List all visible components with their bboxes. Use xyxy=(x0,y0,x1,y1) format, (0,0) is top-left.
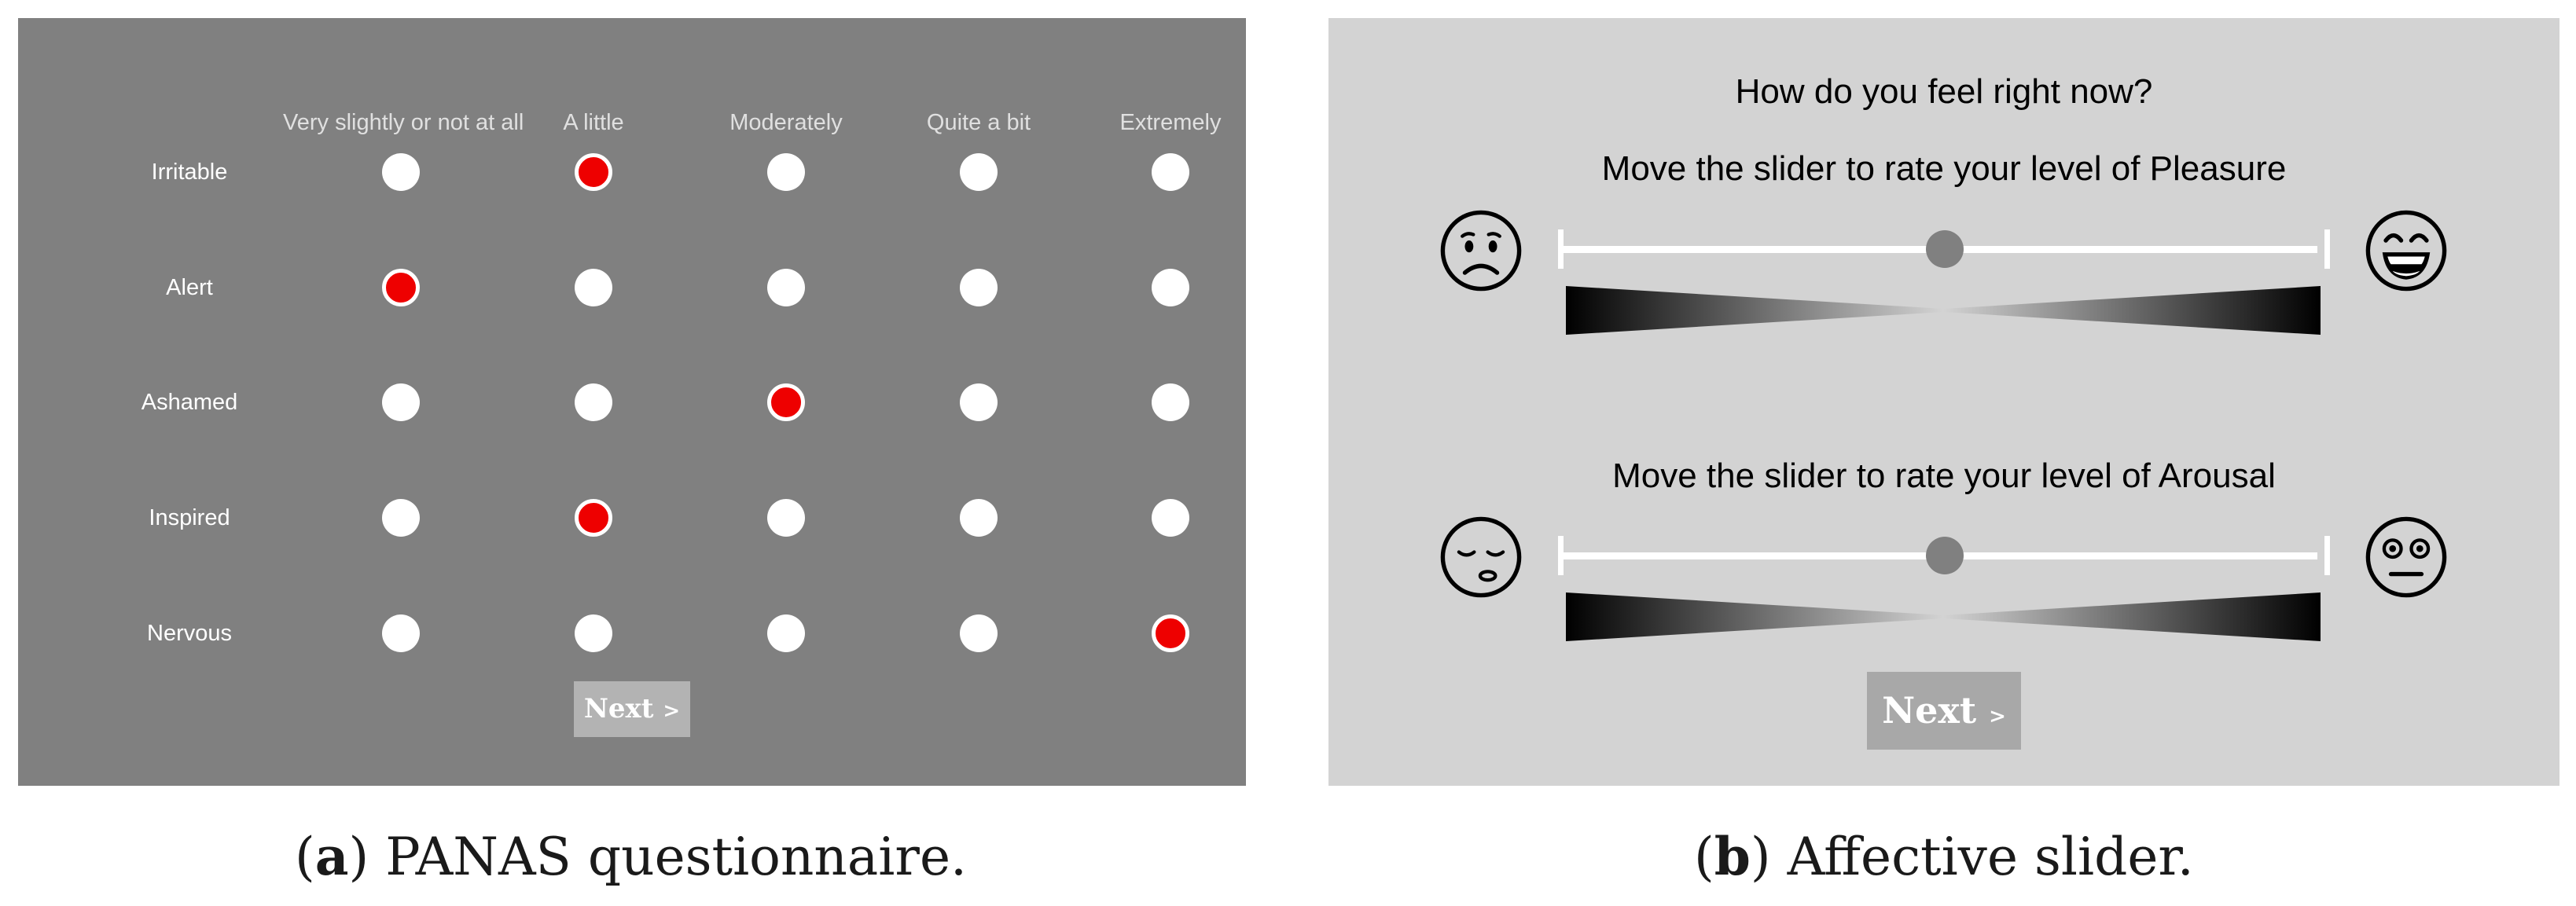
sad-face-icon xyxy=(1440,210,1522,292)
sleepy-face-icon xyxy=(1440,516,1522,598)
intensity-scale-icon xyxy=(1566,592,2321,641)
slider-end-cap xyxy=(2324,536,2330,575)
column-header: Moderately xyxy=(729,110,843,135)
slider-end-cap xyxy=(2324,229,2330,269)
pleasure-slider-thumb[interactable] xyxy=(1925,230,1964,268)
radio-button[interactable] xyxy=(960,269,998,306)
radio-button[interactable] xyxy=(575,153,612,191)
next-arrow-icon: > xyxy=(663,699,681,723)
radio-button[interactable] xyxy=(382,383,420,421)
arousal-prompt: Move the slider to rate your level of Ar… xyxy=(1612,457,2276,495)
radio-button[interactable] xyxy=(382,269,420,306)
slider-question: How do you feel right now? xyxy=(1735,72,2153,111)
laughing-face-icon xyxy=(2365,210,2447,292)
row-label: Nervous xyxy=(147,621,232,646)
radio-button[interactable] xyxy=(767,153,805,191)
radio-button[interactable] xyxy=(382,499,420,537)
radio-button[interactable] xyxy=(960,153,998,191)
row-label: Inspired xyxy=(149,505,230,530)
column-header: A little xyxy=(563,110,624,135)
radio-button[interactable] xyxy=(960,383,998,421)
radio-button[interactable] xyxy=(960,614,998,652)
next-arrow-icon: > xyxy=(1989,705,2006,728)
next-button-label: Next xyxy=(1882,689,1977,732)
radio-button[interactable] xyxy=(960,499,998,537)
radio-button[interactable] xyxy=(1152,383,1189,421)
radio-button[interactable] xyxy=(1152,499,1189,537)
row-label: Irritable xyxy=(151,160,228,185)
radio-button[interactable] xyxy=(575,383,612,421)
caption-b: (b) Affective slider. xyxy=(1694,826,2194,887)
pleasure-prompt: Move the slider to rate your level of Pl… xyxy=(1601,149,2287,188)
radio-button[interactable] xyxy=(767,269,805,306)
next-button[interactable]: Next > xyxy=(574,681,690,737)
caption-a: (a) PANAS questionnaire. xyxy=(295,826,967,887)
radio-button[interactable] xyxy=(1152,153,1189,191)
radio-button[interactable] xyxy=(575,614,612,652)
radio-button[interactable] xyxy=(575,269,612,306)
radio-button[interactable] xyxy=(767,383,805,421)
affective-slider-panel: How do you feel right now? Move the slid… xyxy=(1328,18,2559,786)
next-button[interactable]: Next > xyxy=(1867,672,2021,750)
caption-a-letter: a xyxy=(314,826,349,887)
row-label: Ashamed xyxy=(141,390,238,415)
column-header: Very slightly or not at all xyxy=(283,110,524,135)
caption-b-letter: b xyxy=(1714,826,1751,887)
column-header: Quite a bit xyxy=(926,110,1031,135)
radio-button[interactable] xyxy=(767,499,805,537)
next-button-label: Next xyxy=(583,693,654,724)
radio-button[interactable] xyxy=(575,499,612,537)
radio-button[interactable] xyxy=(382,153,420,191)
radio-button[interactable] xyxy=(382,614,420,652)
radio-button[interactable] xyxy=(1152,269,1189,306)
intensity-scale-icon xyxy=(1566,286,2321,335)
panas-questionnaire-panel: Very slightly or not at all A little Mod… xyxy=(18,18,1246,786)
caption-b-text: Affective slider. xyxy=(1787,827,2194,887)
caption-a-text: PANAS questionnaire. xyxy=(385,827,967,887)
row-label: Alert xyxy=(166,275,213,300)
arousal-slider-thumb[interactable] xyxy=(1925,537,1964,574)
radio-button[interactable] xyxy=(1152,614,1189,652)
wide-eyed-face-icon xyxy=(2365,516,2447,598)
radio-button[interactable] xyxy=(767,614,805,652)
column-header: Extremely xyxy=(1119,110,1222,135)
